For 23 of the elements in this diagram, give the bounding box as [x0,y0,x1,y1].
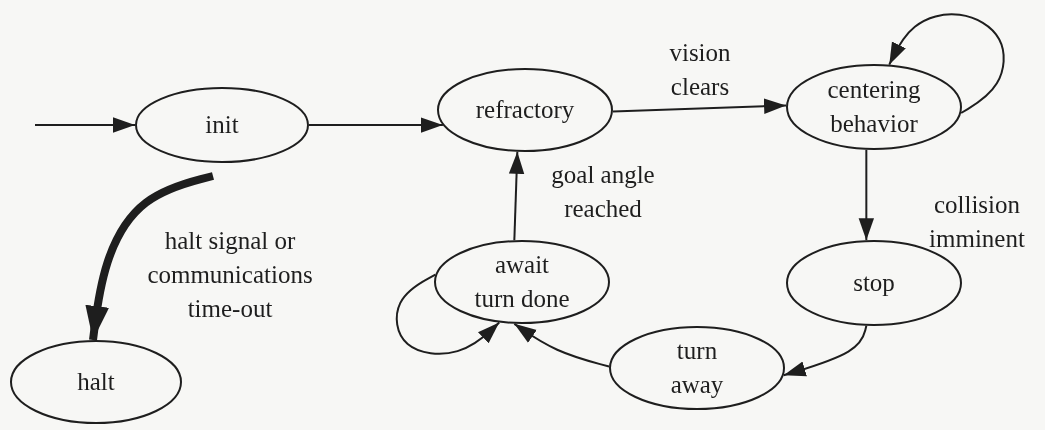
state-ellipse [10,340,182,424]
state-label: await turn done [473,250,571,314]
arrow [508,150,525,242]
arrow [85,172,214,341]
state-ellipse [786,64,962,150]
state-label: refractory [474,95,576,125]
state-label: init [204,110,240,140]
self-loop-arrow [888,13,1005,114]
state-label: halt [76,367,116,397]
arrow [34,117,136,133]
self-loop-arrow [395,273,501,355]
state-label: centering behavior [826,75,922,139]
arrow [782,324,868,377]
arrow [513,322,611,368]
arrow [308,117,444,133]
state-label: turn away [669,336,725,400]
state-ellipse [135,87,309,163]
state-ellipse [434,240,610,324]
state-ellipse [609,326,785,410]
state-label: stop [852,268,896,298]
arrow [611,98,788,114]
arrow [858,148,875,242]
state-ellipse [437,68,613,152]
